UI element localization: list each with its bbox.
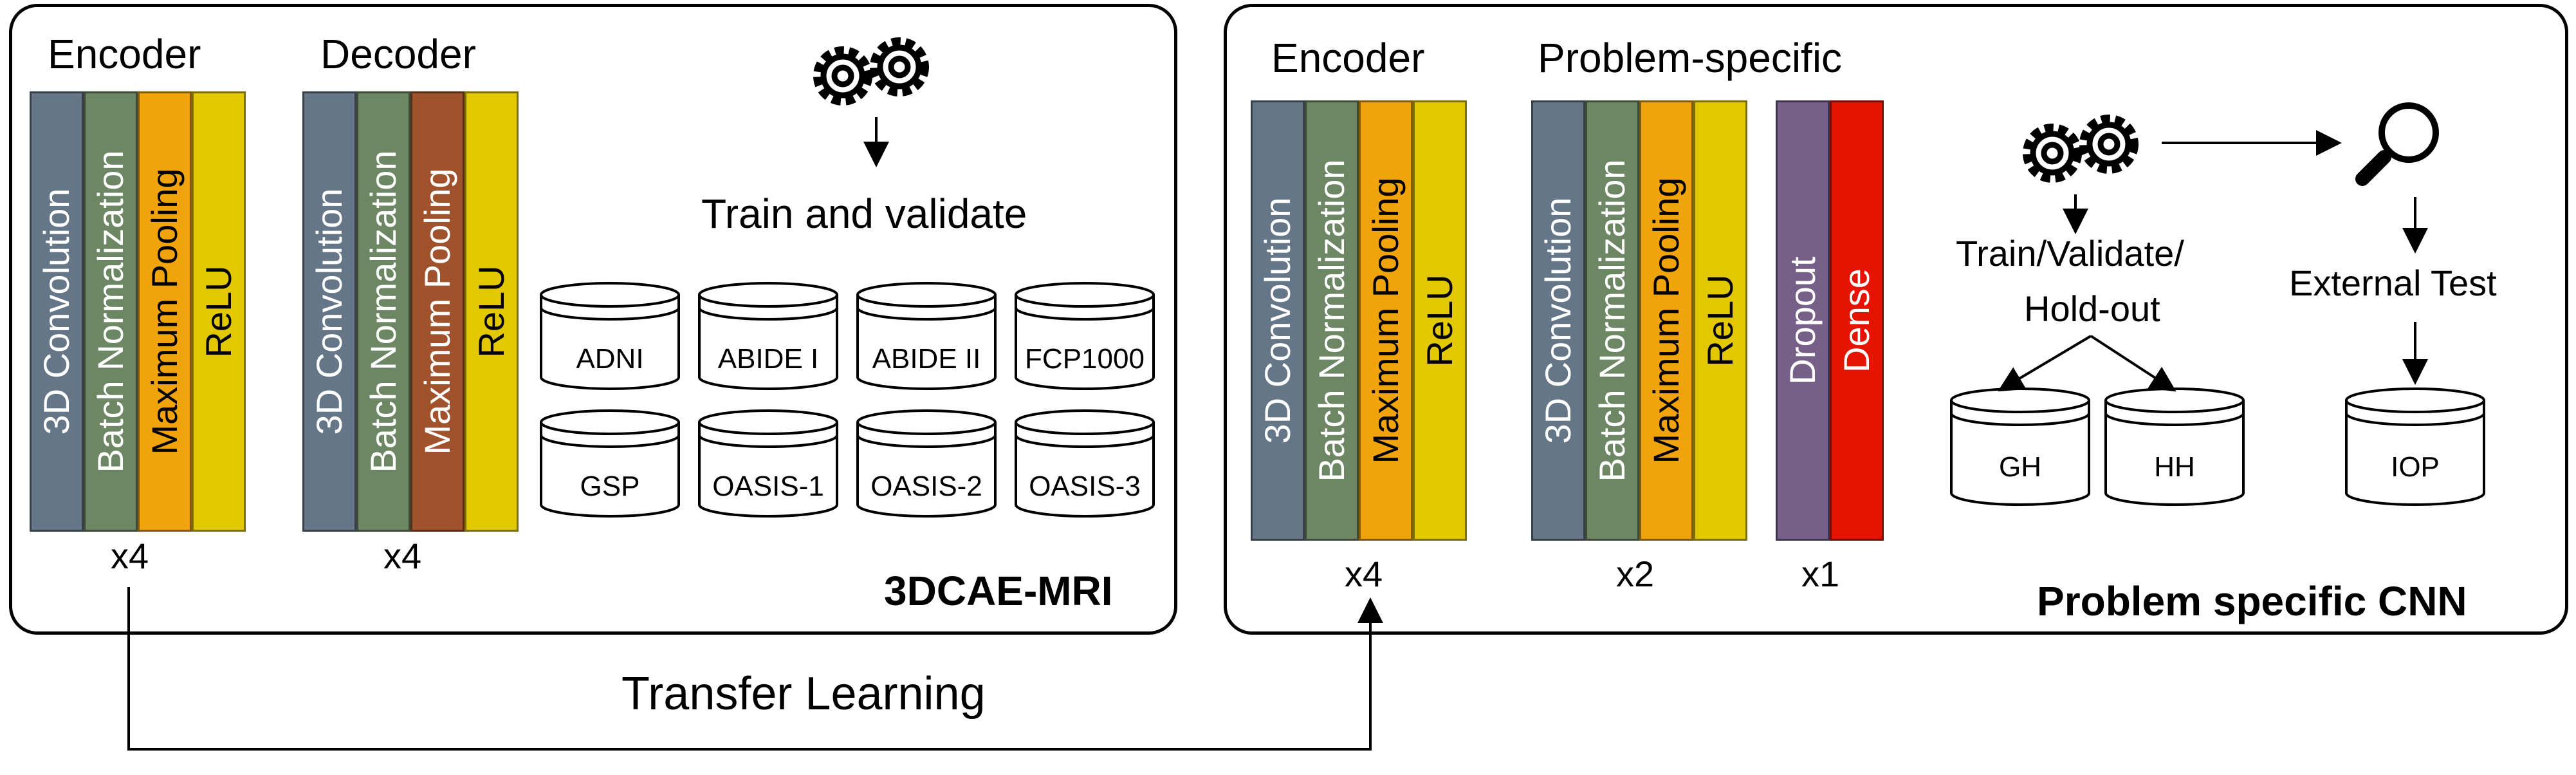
encoder-relu-layer: ReLU	[192, 91, 246, 532]
gears-icon	[798, 26, 952, 122]
dataset-oasis-3: OASIS-3	[1014, 408, 1155, 519]
dense-layer: Dense	[1830, 100, 1884, 541]
dataset-gh: GH	[1949, 386, 2091, 507]
gears-icon	[2007, 103, 2162, 200]
holdout-to-gh-arrow	[1998, 335, 2092, 392]
decoder-batchnorm-layer: Batch Normalization	[356, 91, 410, 532]
dataset-abide-ii: ABIDE II	[856, 281, 997, 391]
encoder-title: Encoder	[48, 31, 201, 77]
dataset-gsp: GSP	[539, 408, 681, 519]
encoder-repeat: x4	[111, 536, 149, 576]
cnn-encoder-repeat: x4	[1345, 554, 1383, 594]
dataset-fcp1000: FCP1000	[1014, 281, 1155, 391]
encoder-conv-layer: 3D Convolution	[30, 91, 84, 532]
decoder-conv-layer: 3D Convolution	[302, 91, 356, 532]
transfer-learning-label: Transfer Learning	[621, 668, 986, 720]
cnn-encoder-batchnorm-layer: Batch Normalization	[1305, 100, 1359, 541]
external-test-label: External Test	[2289, 263, 2497, 303]
train-validate-holdout-line1: Train/Validate/	[1956, 233, 2184, 274]
dropout-layer: Dropout	[1776, 100, 1830, 541]
problem-relu-layer: ReLU	[1693, 100, 1747, 541]
dataset-iop: IOP	[2344, 386, 2486, 507]
decoder-relu-layer: ReLU	[465, 91, 519, 532]
decoder-repeat: x4	[383, 536, 422, 576]
problem-conv-layer: 3D Convolution	[1531, 100, 1585, 541]
autoencoder-name: 3DCAE-MRI	[884, 568, 1113, 614]
encoder-maxpool-layer: Maximum Pooling	[138, 91, 192, 532]
decoder-title: Decoder	[320, 31, 476, 77]
cnn-encoder-title: Encoder	[1271, 35, 1425, 81]
transfer-learning-arrow	[127, 587, 1383, 751]
magnifier-icon	[2355, 97, 2445, 187]
train-validate-holdout-line2: Hold-out	[2024, 288, 2160, 329]
cnn-name: Problem specific CNN	[2037, 578, 2467, 624]
dataset-oasis-2: OASIS-2	[856, 408, 997, 519]
problem-specific-title: Problem-specific	[1538, 35, 1843, 81]
train-validate-label: Train and validate	[701, 191, 1027, 237]
encoder-batchnorm-layer: Batch Normalization	[84, 91, 138, 532]
cnn-encoder-relu-layer: ReLU	[1413, 100, 1467, 541]
head-repeat: x1	[1801, 554, 1840, 594]
problem-batchnorm-layer: Batch Normalization	[1585, 100, 1639, 541]
problem-repeat: x2	[1616, 554, 1655, 594]
dataset-oasis-1: OASIS-1	[697, 408, 839, 519]
dataset-abide-i: ABIDE I	[697, 281, 839, 391]
cnn-encoder-maxpool-layer: Maximum Pooling	[1359, 100, 1413, 541]
cnn-encoder-conv-layer: 3D Convolution	[1251, 100, 1305, 541]
problem-maxpool-layer: Maximum Pooling	[1639, 100, 1693, 541]
decoder-maxpool-layer: Maximum Pooling	[410, 91, 465, 532]
holdout-to-hh-arrow	[2090, 335, 2176, 392]
dataset-adni: ADNI	[539, 281, 681, 391]
dataset-hh: HH	[2104, 386, 2245, 507]
